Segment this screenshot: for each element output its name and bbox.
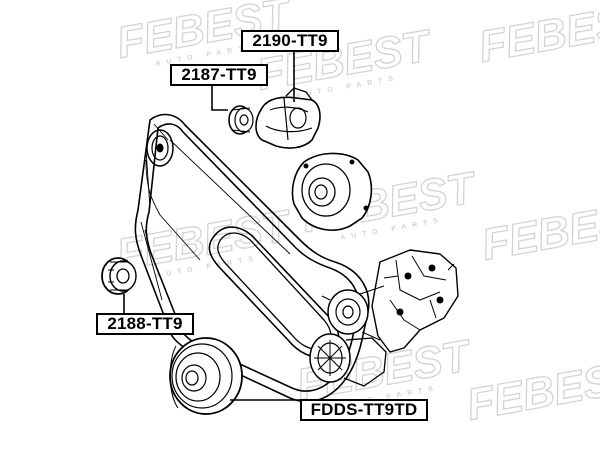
tensioner-pivot [289, 107, 307, 129]
tensioner-assembly [255, 87, 321, 149]
part-label-2187-tt9: 2187-TT9 [170, 64, 268, 86]
tensioner-arm [265, 97, 313, 141]
leader-2187-TT9 [211, 84, 228, 111]
belt-rib [140, 123, 291, 301]
leader-lines [123, 52, 300, 401]
part-label-2190-tt9: 2190-TT9 [241, 30, 339, 52]
upper-guide-pulley [146, 129, 174, 167]
svg-text:FEBEST: FEBEST [463, 351, 600, 430]
belt-outer-edge [134, 113, 370, 403]
tensioner-spring-housing [285, 87, 313, 101]
pump-housing [371, 249, 459, 353]
crankshaft-pulley [169, 337, 243, 415]
compressor-pulley [327, 289, 369, 335]
belt-inner-edge [145, 123, 360, 392]
belt-rib [144, 159, 201, 261]
watermark-logo: FEBEST [478, 190, 600, 270]
part-label-fdds-tt9td: FDDS-TT9TD [300, 399, 428, 421]
svg-text:FEBEST: FEBEST [475, 0, 600, 72]
watermark-logo: FEBEST [475, 0, 600, 72]
accessory-pulley-large [291, 152, 373, 231]
part-label-2188-tt9: 2188-TT9 [96, 313, 194, 335]
engine-accessory-cluster [309, 249, 459, 387]
serpentine-belt [134, 113, 370, 403]
svg-text:FEBEST: FEBEST [478, 191, 600, 270]
idler-pulley-lower [101, 257, 137, 295]
alternator-body [343, 337, 387, 387]
watermark-logo: FEBEST [463, 350, 600, 430]
idler-pulley-upper [228, 105, 254, 135]
pump-detail [383, 255, 455, 331]
tensioner-body [255, 96, 321, 149]
watermark-logo: FEBEST AUTO PARTS [113, 200, 297, 280]
